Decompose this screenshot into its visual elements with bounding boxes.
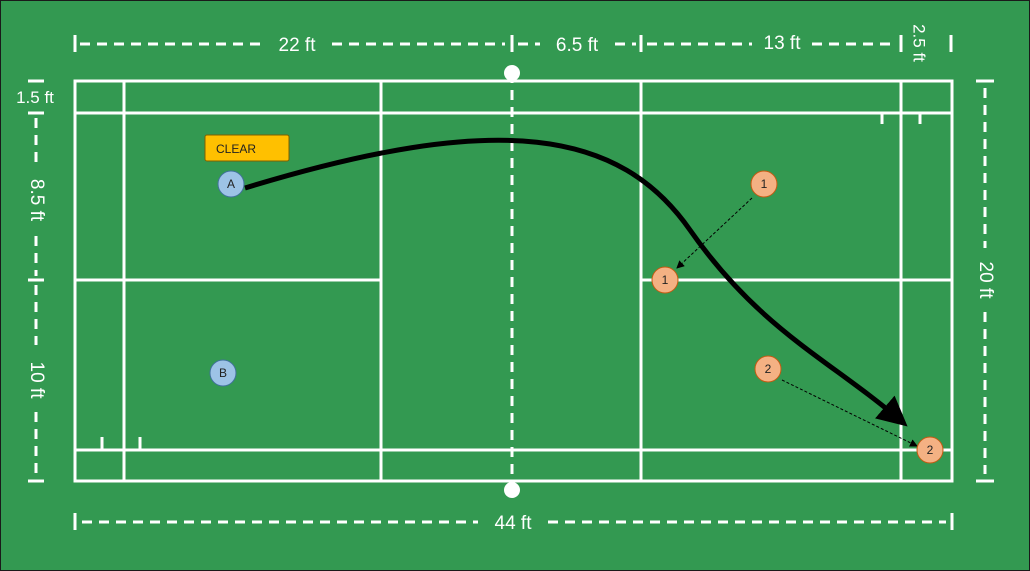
movement-arrow-player-2 [781, 379, 918, 447]
shot-label-text: CLEAR [216, 142, 256, 156]
svg-text:2: 2 [765, 362, 772, 376]
shot-label-box [204, 134, 290, 162]
dimension-lines [28, 35, 994, 530]
dim-label-13ft: 13 ft [764, 33, 802, 54]
dim-label-44ft: 44 ft [495, 513, 533, 534]
clear-shot-path [244, 137, 908, 427]
dim-label-20ft: 20 ft [975, 262, 996, 300]
opponent-1-start: 1 [750, 170, 778, 198]
dim-label-1-5ft: 1.5 ft [16, 88, 54, 107]
player-b: B [209, 359, 237, 387]
opponent-2-end: 2 [916, 436, 944, 464]
dim-label-2-5ft: 2.5 ft [910, 24, 929, 62]
svg-text:1: 1 [761, 177, 768, 191]
dim-label-6-5ft: 6.5 ft [556, 35, 599, 56]
opponent-1-end: 1 [651, 266, 679, 294]
dim-label-8-5ft: 8.5 ft [26, 179, 47, 222]
movement-arrow-player-1 [676, 197, 753, 269]
opponent-2-start: 2 [754, 355, 782, 383]
svg-text:1: 1 [662, 273, 669, 287]
player-a: A [217, 170, 245, 198]
svg-text:2: 2 [927, 443, 934, 457]
svg-text:B: B [219, 366, 227, 380]
svg-text:A: A [227, 177, 235, 191]
net-post-bottom [504, 482, 520, 498]
dim-label-22ft: 22 ft [279, 35, 317, 56]
net-post-top [504, 65, 520, 81]
dim-label-10ft: 10 ft [26, 362, 47, 400]
